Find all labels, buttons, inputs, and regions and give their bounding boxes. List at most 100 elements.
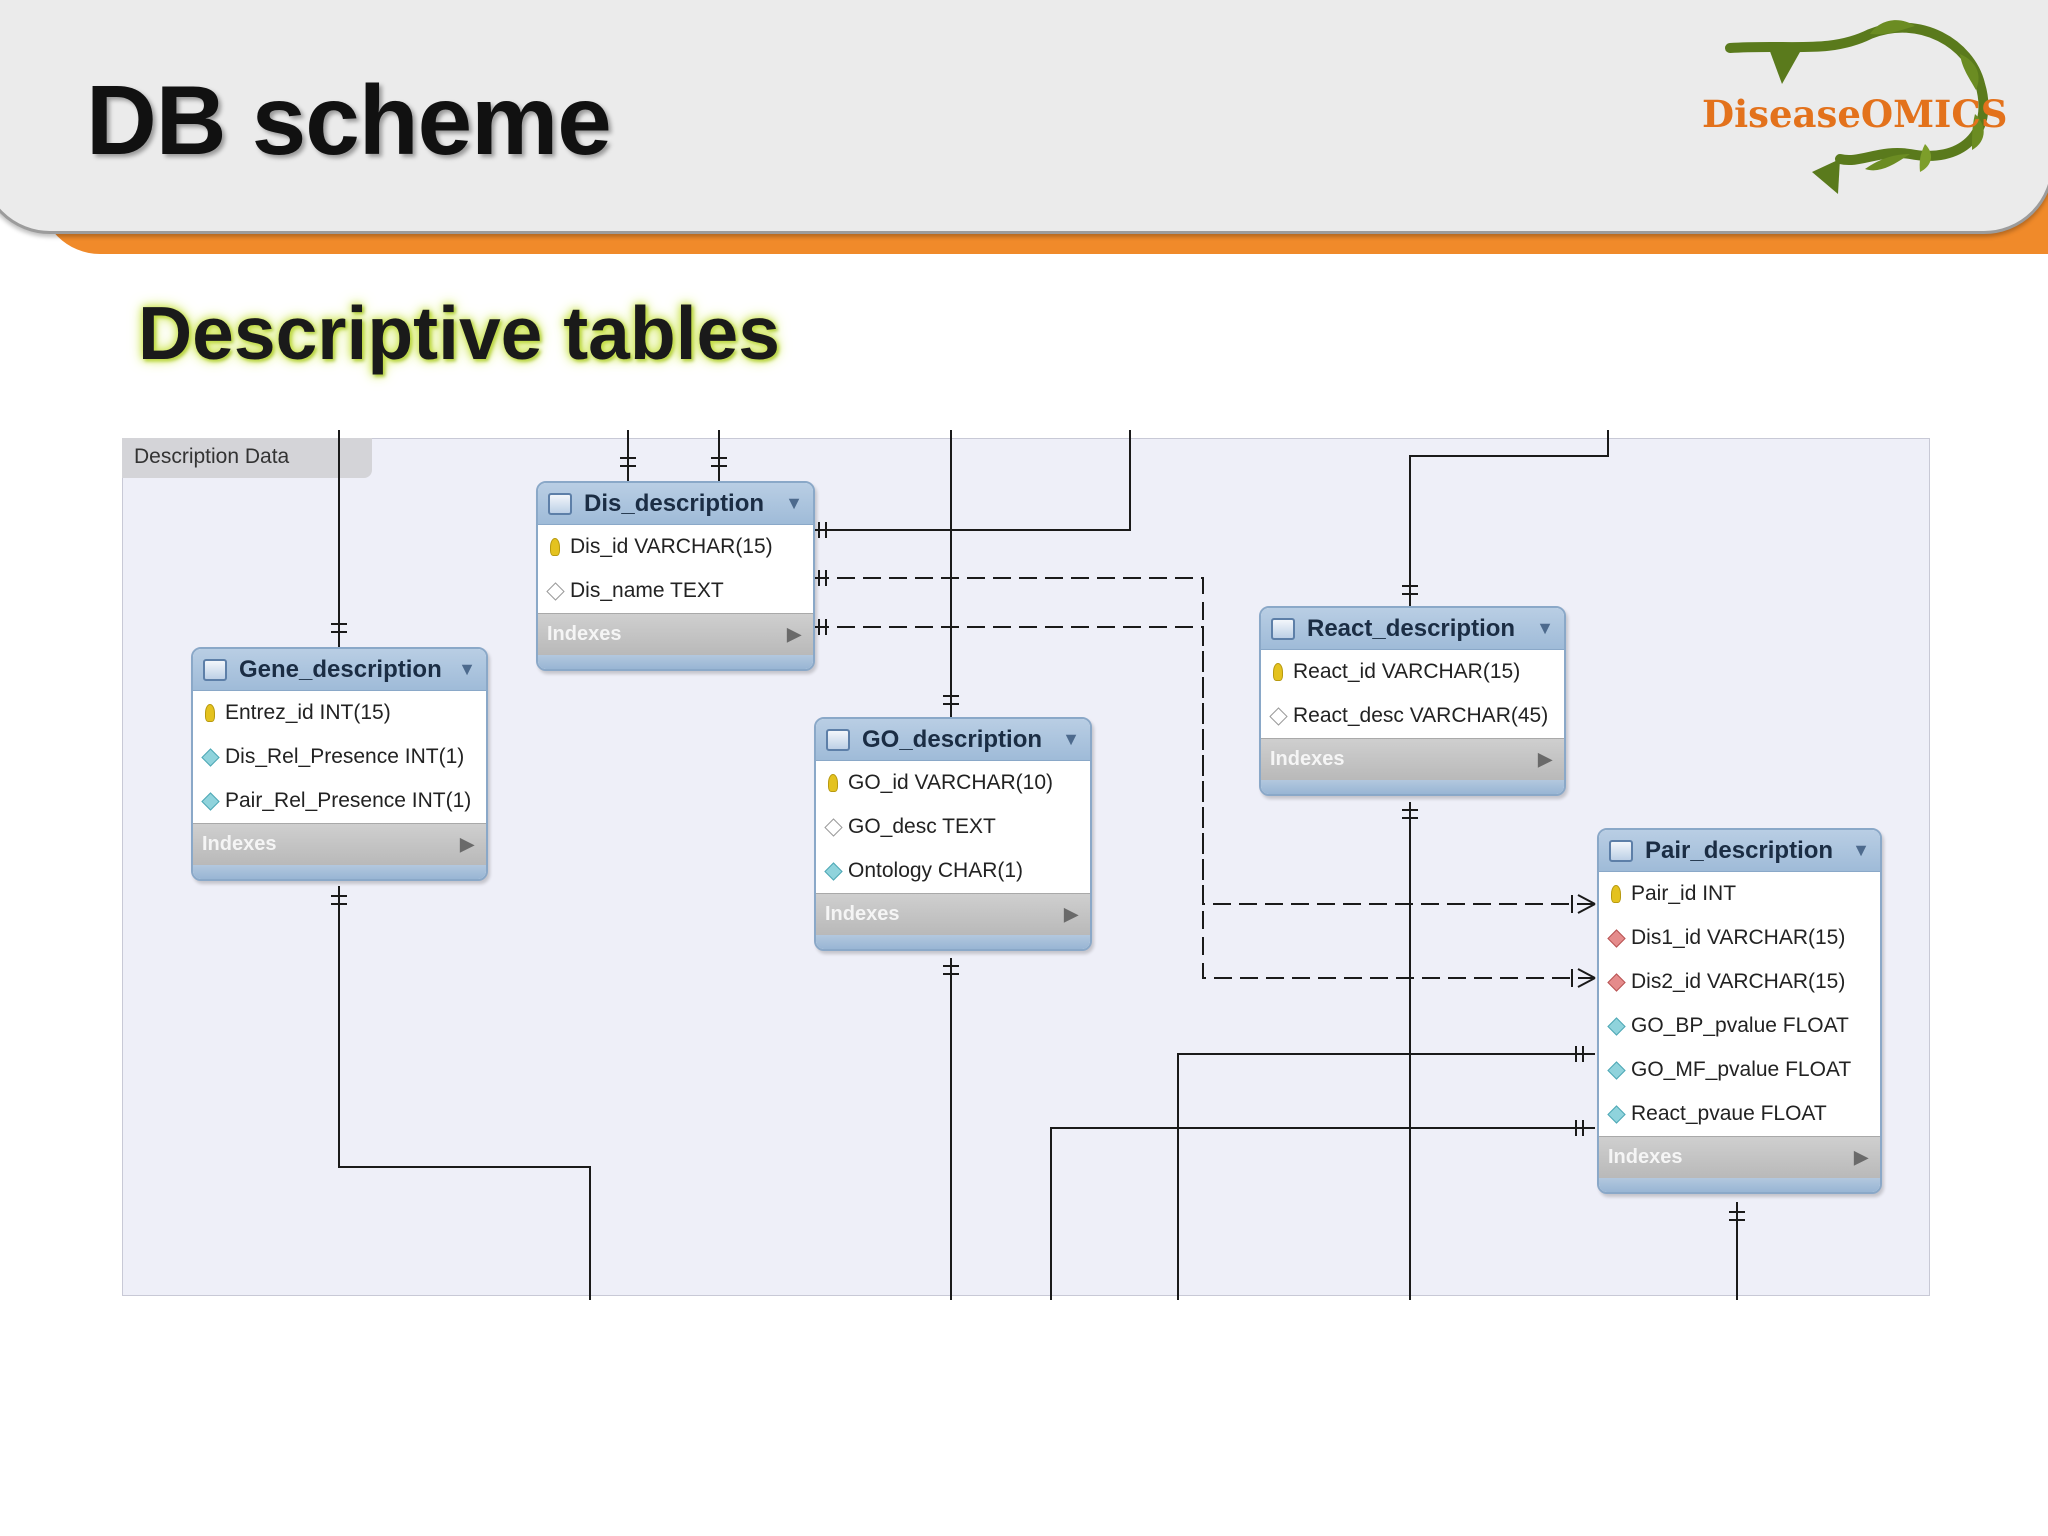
collapse-arrow-icon[interactable]: ▼ <box>1536 618 1554 638</box>
attr-icon <box>200 791 220 811</box>
column-row: GO_id VARCHAR(10) <box>816 761 1090 805</box>
table-header[interactable]: Dis_description ▼ <box>538 483 813 525</box>
column-text: Dis_id VARCHAR(15) <box>570 535 773 558</box>
attr-icon <box>1606 1060 1626 1080</box>
expand-arrow-icon[interactable]: ▶ <box>1854 1147 1868 1167</box>
table-icon <box>1271 617 1295 640</box>
dis-marker-top-2 <box>711 457 727 467</box>
table-header[interactable]: Pair_description ▼ <box>1599 830 1880 872</box>
pair-crowfoot-1 <box>1571 894 1596 914</box>
column-text: GO_id VARCHAR(10) <box>848 771 1053 794</box>
dis-marker-dash-1 <box>818 570 827 586</box>
column-row: Dis_name TEXT <box>538 569 813 613</box>
column-row: React_desc VARCHAR(45) <box>1261 694 1564 738</box>
table-bottom-bar <box>1599 1178 1880 1192</box>
indexes-section[interactable]: Indexes ▶ <box>1599 1136 1880 1178</box>
react-marker-bottom <box>1402 809 1418 819</box>
table-header[interactable]: Gene_description ▼ <box>193 649 486 691</box>
pair-relation-gobp <box>1177 1053 1595 1300</box>
column-row: React_id VARCHAR(15) <box>1261 650 1564 694</box>
attr-icon <box>1606 1104 1626 1124</box>
react-marker-top <box>1402 585 1418 595</box>
column-text: Dis_Rel_Presence INT(1) <box>225 745 465 768</box>
column-icon <box>823 817 843 837</box>
indexes-section[interactable]: Indexes ▶ <box>193 823 486 865</box>
column-row: Pair_Rel_Presence INT(1) <box>193 779 486 823</box>
table-icon <box>1609 839 1633 862</box>
indexes-section[interactable]: Indexes▶ <box>1261 738 1564 780</box>
dis-pair-relation-2 <box>811 626 1595 979</box>
indexes-section[interactable]: Indexes ▶ <box>816 893 1090 935</box>
key-icon <box>547 538 563 556</box>
table-gene-description[interactable]: Gene_description ▼ Entrez_id INT(15) Dis… <box>191 647 488 881</box>
dis-marker-right <box>818 522 827 538</box>
table-bottom-bar <box>1261 780 1564 794</box>
expand-arrow-icon[interactable]: ▶ <box>1538 749 1552 769</box>
table-header[interactable]: GO_description ▼ <box>816 719 1090 761</box>
pair-marker-bottom <box>1729 1211 1745 1221</box>
column-text: React_id VARCHAR(15) <box>1293 660 1521 683</box>
indexes-label: Indexes <box>825 903 900 925</box>
key-icon <box>825 774 841 792</box>
column-row: Ontology CHAR(1) <box>816 849 1090 893</box>
foreign-key-icon <box>1606 928 1626 948</box>
gene-relation-bottom <box>338 886 591 1300</box>
table-title: Pair_description <box>1645 836 1834 864</box>
attr-icon <box>1606 1016 1626 1036</box>
column-text: Dis2_id VARCHAR(15) <box>1631 970 1846 993</box>
key-icon <box>1608 885 1624 903</box>
key-icon <box>1270 663 1286 681</box>
column-row: Pair_id INT <box>1599 872 1880 916</box>
slide-header <box>0 0 2048 260</box>
expand-arrow-icon[interactable]: ▶ <box>787 624 801 644</box>
table-pair-description[interactable]: Pair_description ▼ Pair_id INT Dis1_id V… <box>1597 828 1882 1194</box>
column-text: Entrez_id INT(15) <box>225 701 391 724</box>
table-title: Dis_description <box>584 489 765 517</box>
dis-marker-dash-2 <box>818 619 827 635</box>
column-text: GO_desc TEXT <box>848 815 996 838</box>
key-icon <box>202 704 218 722</box>
column-text: Dis_name TEXT <box>570 579 724 602</box>
diagram-area-label: Description Data <box>122 438 372 478</box>
expand-arrow-icon[interactable]: ▶ <box>1064 904 1078 924</box>
column-row: GO_BP_pvalue FLOAT <box>1599 1004 1880 1048</box>
table-react-description[interactable]: React_description ▼ React_id VARCHAR(15)… <box>1259 606 1566 796</box>
dis-marker-top-1 <box>620 457 636 467</box>
table-title: Gene_description <box>239 655 442 683</box>
column-row: Dis_id VARCHAR(15) <box>538 525 813 569</box>
column-row: React_pvaue FLOAT <box>1599 1092 1880 1136</box>
table-icon <box>203 658 227 681</box>
collapse-arrow-icon[interactable]: ▼ <box>1062 729 1080 749</box>
react-relation-top <box>1409 430 1609 606</box>
column-icon <box>1268 706 1288 726</box>
column-row: Entrez_id INT(15) <box>193 691 486 735</box>
table-bottom-bar <box>538 655 813 669</box>
table-bottom-bar <box>816 935 1090 949</box>
section-title: Descriptive tables <box>138 291 780 375</box>
collapse-arrow-icon[interactable]: ▼ <box>458 659 476 679</box>
column-row: GO_desc TEXT <box>816 805 1090 849</box>
table-dis-description[interactable]: Dis_description ▼ Dis_id VARCHAR(15) Dis… <box>536 481 815 671</box>
collapse-arrow-icon[interactable]: ▼ <box>1852 840 1870 860</box>
collapse-arrow-icon[interactable]: ▼ <box>785 493 803 513</box>
table-title: GO_description <box>862 725 1043 753</box>
column-icon <box>545 581 565 601</box>
pair-marker-react <box>1575 1120 1584 1136</box>
indexes-label: Indexes <box>547 623 622 645</box>
column-row: Dis1_id VARCHAR(15) <box>1599 916 1880 960</box>
table-header[interactable]: React_description ▼ <box>1261 608 1564 650</box>
column-row: Dis_Rel_Presence INT(1) <box>193 735 486 779</box>
indexes-section[interactable]: Indexes ▶ <box>538 613 813 655</box>
indexes-label: Indexes <box>202 833 277 855</box>
attr-icon <box>200 747 220 767</box>
column-text: Dis1_id VARCHAR(15) <box>1631 926 1846 949</box>
diseaseomics-logo-icon <box>1725 20 1989 194</box>
table-go-description[interactable]: GO_description ▼ GO_id VARCHAR(10) GO_de… <box>814 717 1092 951</box>
column-row: GO_MF_pvalue FLOAT <box>1599 1048 1880 1092</box>
table-icon <box>826 728 850 751</box>
table-title: React_description <box>1307 614 1516 642</box>
indexes-label: Indexes <box>1608 1146 1683 1168</box>
column-text: Pair_id INT <box>1631 882 1737 905</box>
go-marker-bottom <box>943 965 959 975</box>
expand-arrow-icon[interactable]: ▶ <box>460 834 474 854</box>
